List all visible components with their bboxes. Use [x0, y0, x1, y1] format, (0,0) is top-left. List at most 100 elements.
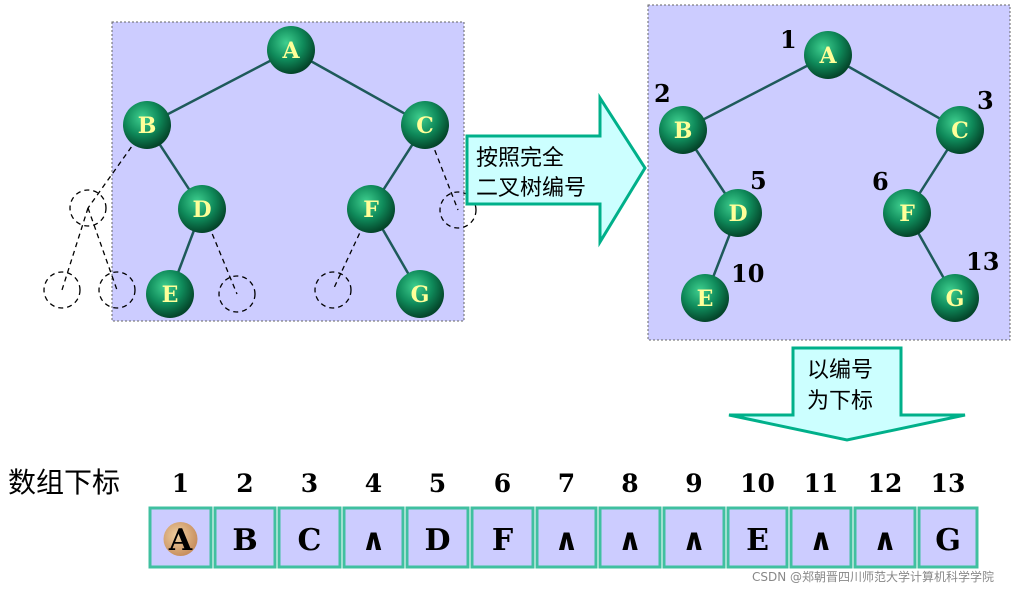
svg-text:F: F — [363, 197, 379, 223]
right-tree-nodes: A 1 B 2 C 3 D 5 F 6 — [654, 25, 999, 322]
array-cell-value: ∧ — [873, 523, 897, 558]
array-cell-value: G — [935, 523, 961, 558]
array-cell-value: ∧ — [361, 523, 385, 558]
empty-node-circle — [43, 271, 81, 309]
tree-node-e: E — [146, 270, 194, 318]
left-tree-nodes: A B C D F E G — [123, 26, 449, 318]
node-number: 10 — [731, 259, 764, 288]
tree-node-c: C 3 — [936, 86, 994, 154]
array-cell: G — [917, 506, 979, 569]
array-cell-value: A — [168, 523, 193, 558]
svg-text:C: C — [951, 118, 969, 144]
array-cell: E — [726, 506, 789, 569]
array-cell: ∧ — [853, 506, 917, 569]
array-cell: ∧ — [342, 506, 405, 569]
svg-text:F: F — [899, 201, 915, 227]
tree-node-c: C — [401, 101, 449, 149]
array-index-label: 12 — [868, 469, 903, 498]
array-cell: F — [470, 506, 535, 569]
array-cell-value: C — [298, 523, 322, 558]
empty-node-circle — [218, 275, 256, 313]
array-index-label: 7 — [558, 469, 575, 498]
svg-text:D: D — [728, 201, 747, 227]
array-cell: ∧ — [789, 506, 853, 569]
empty-node-circle — [98, 271, 136, 309]
left-tree-dashed-edges — [61, 124, 459, 295]
array-index-label: 2 — [236, 469, 253, 498]
svg-text:D: D — [192, 197, 211, 223]
array-cell-value: D — [424, 523, 450, 558]
tree-node-f: F — [347, 185, 395, 233]
node-number: 1 — [780, 25, 797, 54]
array-cell: ∧ — [662, 506, 726, 569]
node-number: 6 — [872, 167, 889, 196]
tree-node-f: F 6 — [872, 167, 931, 237]
right-tree-panel: A 1 B 2 C 3 D 5 F 6 — [647, 4, 1011, 341]
tree-node-d: D — [178, 185, 226, 233]
empty-node-circle — [439, 191, 477, 229]
arrow-text-line1: 按照完全 — [476, 146, 564, 171]
array-cell-row: A B C ∧ D F ∧ ∧ ∧ E ∧ ∧ G — [148, 506, 979, 569]
node-number: 3 — [977, 86, 994, 115]
svg-text:B: B — [674, 118, 693, 144]
array-index-label: 3 — [301, 469, 318, 498]
array-index-label: 6 — [494, 469, 511, 498]
array-index-label: 9 — [685, 469, 702, 498]
array-index-label: 8 — [621, 469, 638, 498]
array-index-label: 10 — [740, 469, 775, 498]
node-number: 13 — [966, 247, 999, 276]
array-index-label: 5 — [429, 469, 446, 498]
array-index-title: 数组下标 — [8, 466, 120, 499]
array-cell: D — [405, 506, 470, 569]
left-tree-panel: A B C D F E G — [43, 21, 477, 322]
tree-node-e: E 10 — [681, 259, 764, 322]
tree-node-a: A 1 — [780, 25, 852, 79]
array-cell-value: ∧ — [554, 523, 578, 558]
node-number: 5 — [750, 166, 767, 195]
svg-text:E: E — [697, 286, 714, 312]
array-cell: ∧ — [535, 506, 598, 569]
empty-node-circle — [69, 189, 107, 227]
array-cell-value: F — [492, 523, 513, 558]
arrow-text-line2: 二叉树编号 — [476, 176, 586, 201]
index-arrow: 以编号 为下标 — [728, 346, 966, 442]
watermark-text: CSDN @郑朝晋四川师范大学计算机科学学院 — [752, 569, 994, 584]
array-index-label: 4 — [365, 469, 382, 498]
tree-node-a: A — [267, 26, 315, 74]
cursor-highlight — [163, 522, 198, 556]
array-cell-value: B — [232, 523, 257, 558]
array-index-label: 1 — [172, 469, 189, 498]
svg-text:G: G — [946, 286, 965, 312]
tree-node-d: D 5 — [714, 166, 767, 237]
array-cell-value: E — [746, 523, 769, 558]
svg-text:E: E — [162, 282, 179, 308]
tree-node-b: B — [123, 101, 171, 149]
svg-text:A: A — [818, 43, 837, 69]
array-cell-value: ∧ — [618, 523, 642, 558]
array-cell: C — [277, 506, 342, 569]
right-arrow-shape — [465, 92, 647, 248]
node-number: 2 — [654, 79, 671, 108]
array-cell: B — [213, 506, 277, 569]
array-index-label: 11 — [804, 469, 839, 498]
svg-text:C: C — [416, 113, 434, 139]
tree-node-g: G 13 — [931, 247, 999, 322]
left-tree-empty-positions — [43, 189, 477, 313]
tree-node-g: G — [396, 270, 444, 318]
svg-text:A: A — [281, 38, 300, 64]
array-cell: A — [148, 506, 213, 569]
array-index-label: 13 — [931, 469, 966, 498]
down-arrow-text-line1: 以编号 — [807, 358, 873, 383]
empty-node-circle — [314, 271, 352, 309]
down-arrow-shape — [728, 346, 966, 442]
tree-node-b: B 2 — [654, 79, 707, 154]
array-cell: ∧ — [598, 506, 662, 569]
svg-text:B: B — [138, 113, 157, 139]
array-cell-value: ∧ — [682, 523, 706, 558]
svg-text:G: G — [411, 282, 430, 308]
numbering-arrow: 按照完全 二叉树编号 — [465, 92, 647, 248]
down-arrow-text-line2: 为下标 — [807, 389, 873, 414]
